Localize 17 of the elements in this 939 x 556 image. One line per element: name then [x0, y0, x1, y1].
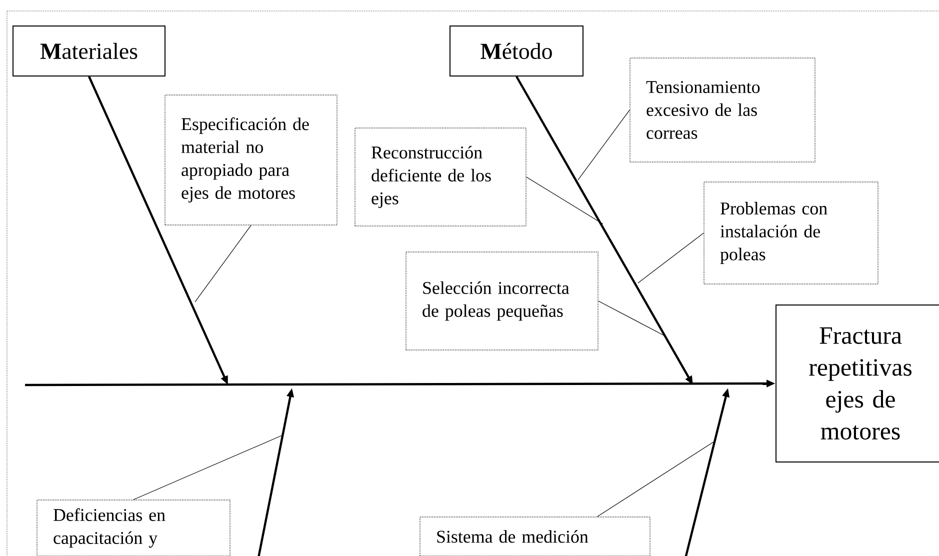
leader-line — [597, 440, 716, 517]
category-box: Método — [450, 26, 584, 76]
effect-box: Fractura repetitivas ejes de motores — [776, 304, 939, 462]
leader-line — [578, 110, 630, 180]
cause-box: Especificación de material no apropiado para ejes de motores — [164, 94, 338, 226]
leader-line — [526, 176, 604, 224]
cause-box: Selección incorrecta de poleas pequeñas — [406, 252, 598, 350]
cause-box: Reconstrucción deficiente de los ejes — [354, 128, 526, 226]
leader-line — [133, 434, 284, 500]
cause-box: Tensionamiento excesivo de las correas — [630, 58, 816, 162]
cause-box: Problemas con instalación de poleas — [704, 182, 878, 284]
cause-box: Sistema de medición — [420, 516, 650, 556]
category-box: Materiales — [12, 26, 166, 76]
leader-line — [638, 232, 704, 284]
cause-box: Deficiencias en capacitación y — [36, 500, 230, 556]
leader-line — [598, 300, 666, 336]
leader-line — [194, 225, 252, 302]
